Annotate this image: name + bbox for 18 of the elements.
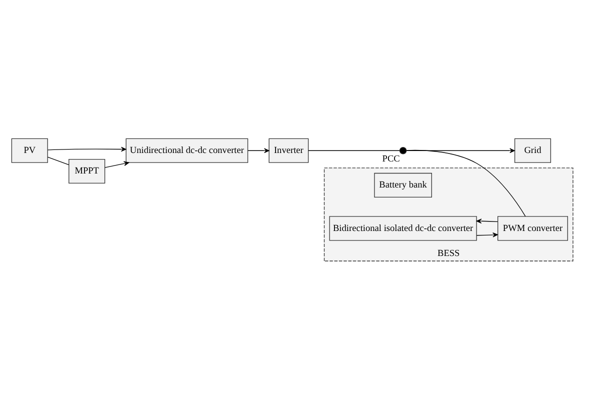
arrow <box>104 161 130 168</box>
node-box: Inverter <box>268 138 309 163</box>
connector <box>308 150 400 151</box>
node-box: PV <box>11 138 48 163</box>
node-box: PWM converter <box>498 216 568 241</box>
node-box: Grid <box>514 138 552 163</box>
arrow <box>476 218 498 224</box>
node-circle <box>399 146 407 154</box>
node-box: MPPT <box>68 158 106 184</box>
arrow <box>248 148 270 154</box>
arrow <box>47 146 126 152</box>
node-label: PCC <box>382 154 400 164</box>
arrow <box>406 148 515 154</box>
node-box: Battery bank <box>374 172 432 198</box>
connector <box>406 150 526 217</box>
connector <box>47 156 70 166</box>
node-box: Bidirectional isolated dc-dc converter <box>329 216 477 241</box>
node-box: Unidirectional dc-dc converter <box>126 138 248 163</box>
